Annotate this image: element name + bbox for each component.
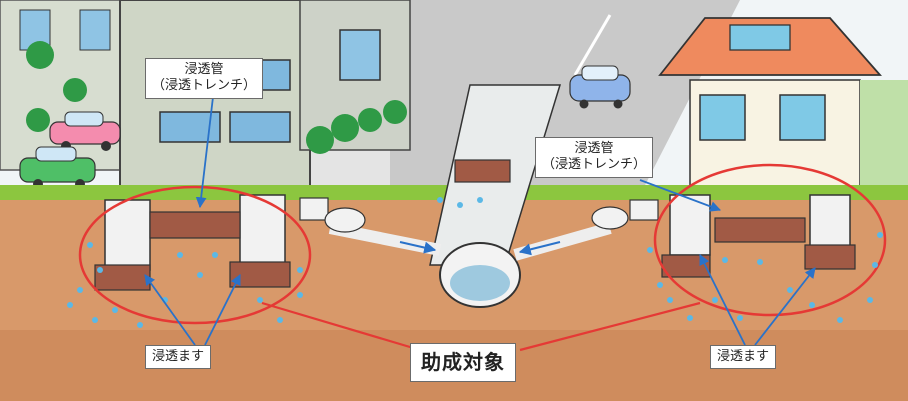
trees	[26, 41, 407, 154]
pipe-label-right-line1: 浸透管	[574, 141, 614, 156]
car-green	[19, 146, 96, 189]
car-blue	[569, 65, 631, 109]
basin-label-left: 浸透ます	[145, 345, 212, 370]
subsidy-pointer-lines	[261, 301, 701, 352]
road-side-trench	[454, 159, 511, 183]
road-lane-line	[573, 14, 612, 76]
flow-arrow-left	[399, 241, 437, 254]
pipe-label-left-line2: （浸透トレンチ）	[152, 78, 257, 94]
pipe-label-left: 浸透管 （浸透トレンチ）	[145, 58, 264, 99]
right-infiltration-system	[591, 194, 856, 278]
pipe-label-right: 浸透管 （浸透トレンチ）	[535, 137, 654, 178]
pipe-label-right-line2: （浸透トレンチ）	[542, 157, 647, 173]
left-highlight-ellipse	[78, 185, 312, 325]
right-highlight-ellipse	[653, 163, 887, 317]
basin-label-right: 浸透ます	[710, 345, 777, 370]
water-droplets	[67, 197, 883, 328]
flow-arrow-right	[518, 241, 561, 256]
pipe-label-left-line1: 浸透管	[184, 62, 224, 77]
subsidy-label: 助成対象	[410, 343, 516, 382]
